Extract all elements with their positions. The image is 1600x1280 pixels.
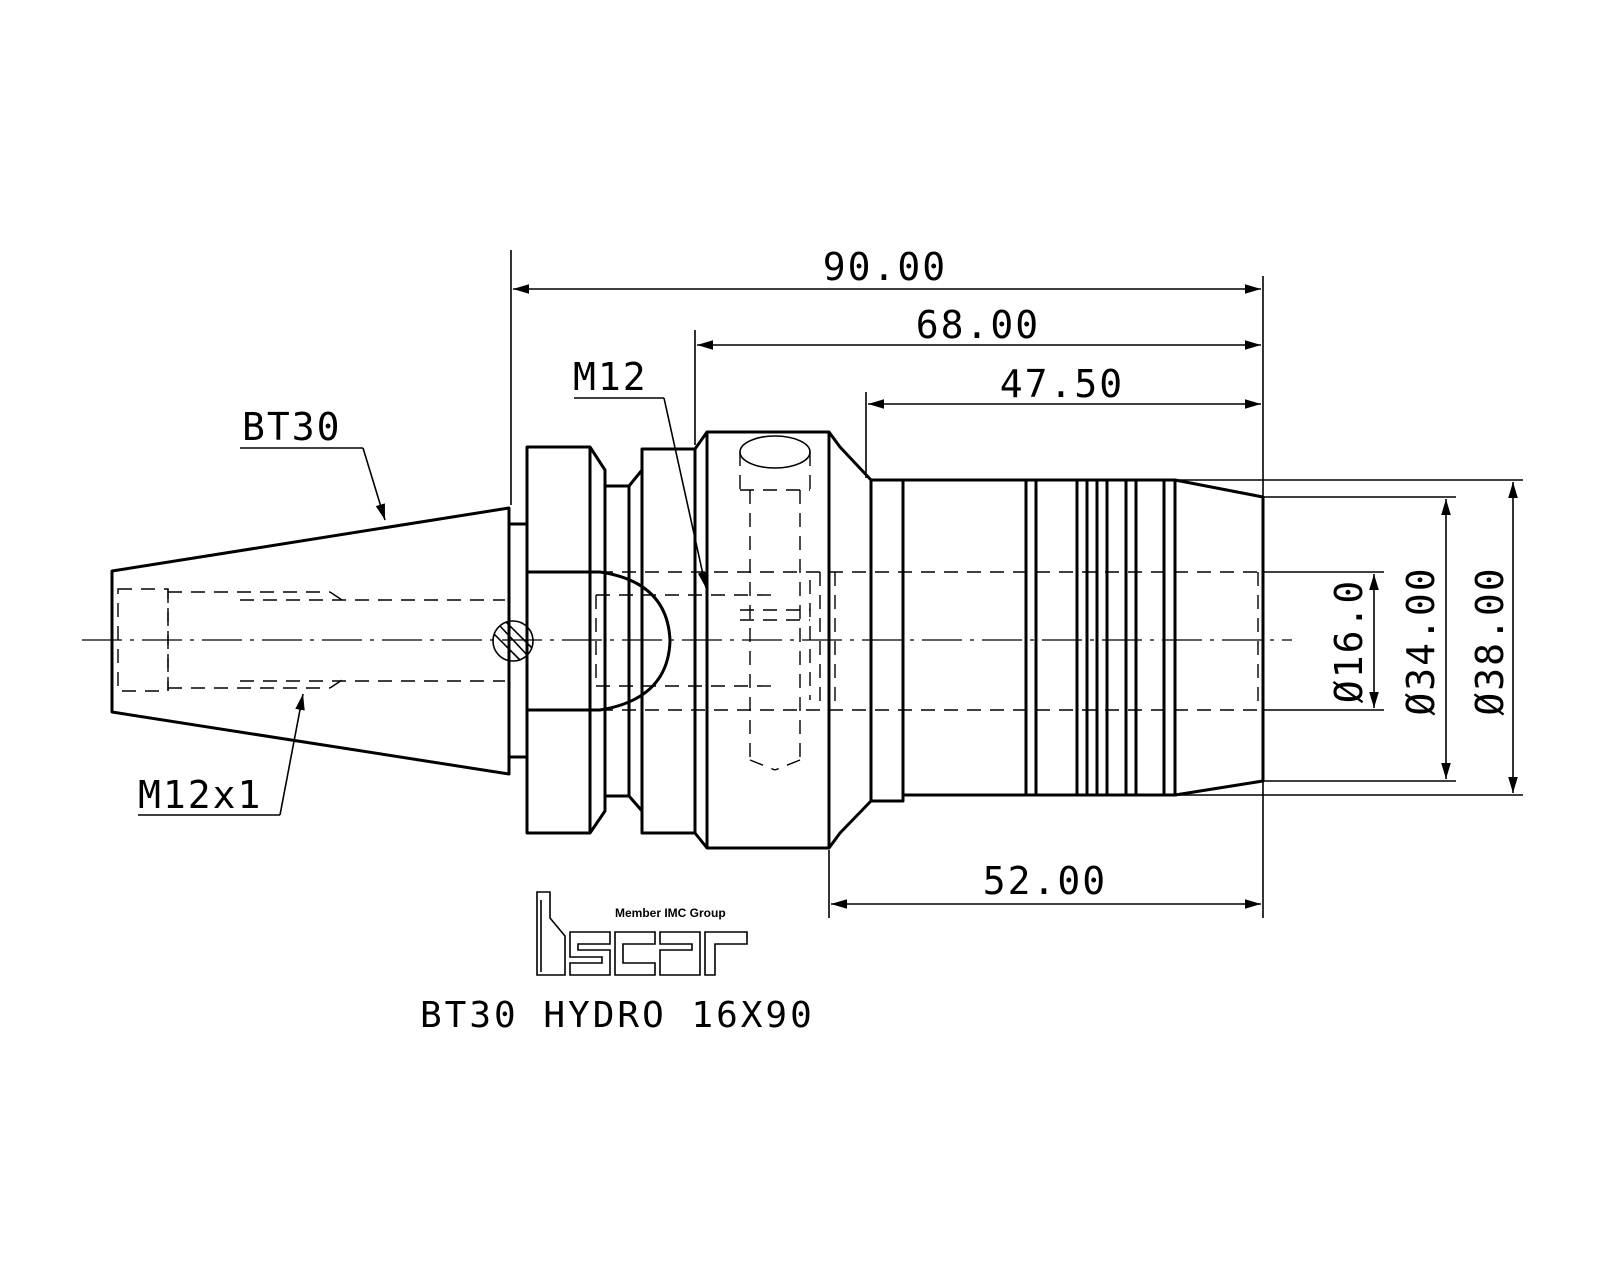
dim-text-38: Ø38.00 bbox=[1468, 566, 1512, 715]
dim-text-68: 68.00 bbox=[916, 303, 1040, 347]
taper-cone bbox=[110, 506, 511, 776]
flange-slot bbox=[527, 570, 672, 712]
sleeve-outline bbox=[903, 478, 1028, 797]
dim-text-90: 90.00 bbox=[823, 245, 947, 289]
iscar-logo bbox=[536, 891, 748, 976]
internal-bore-hidden bbox=[530, 571, 1262, 711]
clamp-screw-hidden bbox=[739, 435, 811, 771]
drawing-title: BT30 HYDRO 16X90 bbox=[420, 995, 815, 1036]
label-bt30: BT30 bbox=[242, 405, 342, 449]
dim-text-16: Ø16.0 bbox=[1327, 579, 1371, 703]
dim-text-34: Ø34.00 bbox=[1399, 566, 1443, 715]
logo-tagline: Member IMC Group bbox=[615, 906, 726, 920]
flange-body-outline bbox=[507, 430, 905, 850]
extension-lines bbox=[510, 250, 1523, 918]
drive-key-circle bbox=[492, 620, 534, 662]
leader-bt30 bbox=[240, 447, 386, 521]
dim-text-52: 52.00 bbox=[983, 859, 1107, 903]
sleeve-grooves bbox=[1024, 480, 1177, 795]
label-m12x1: M12x1 bbox=[138, 773, 262, 817]
leader-m12 bbox=[574, 397, 708, 589]
nose-outline bbox=[903, 478, 1265, 797]
flange-lines bbox=[525, 432, 873, 848]
dim-text-47-5: 47.50 bbox=[1000, 362, 1124, 406]
label-m12: M12 bbox=[573, 355, 648, 399]
leader-m12x1 bbox=[138, 693, 305, 816]
taper-hidden-bore bbox=[117, 588, 505, 692]
